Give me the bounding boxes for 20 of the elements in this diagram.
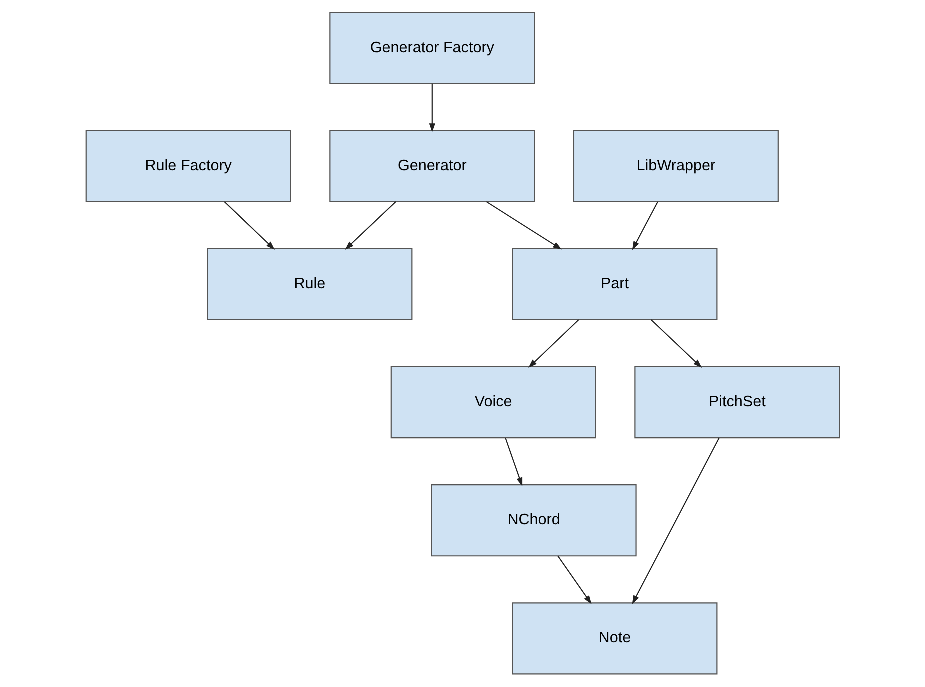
arrow <box>528 320 579 368</box>
arrow <box>344 202 396 250</box>
arrow <box>632 438 720 604</box>
arrow <box>428 84 435 132</box>
arrow <box>650 320 702 368</box>
node-box: NChord <box>430 484 636 557</box>
node-box: Voice <box>390 366 596 439</box>
node-box: Generator <box>329 130 535 202</box>
arrow <box>486 201 562 250</box>
node-box: Generator Factory <box>329 12 535 84</box>
arrow <box>632 202 658 250</box>
node-box: LibWrapper <box>572 130 778 202</box>
node-box: Rule Factory <box>85 130 291 202</box>
node-box: Note <box>512 602 718 675</box>
arrow <box>504 438 522 487</box>
node-box: Rule <box>206 248 412 321</box>
node-box: Part <box>512 248 718 321</box>
node-box: PitchSet <box>634 366 840 439</box>
arrow <box>557 556 592 604</box>
arrow <box>224 202 274 250</box>
